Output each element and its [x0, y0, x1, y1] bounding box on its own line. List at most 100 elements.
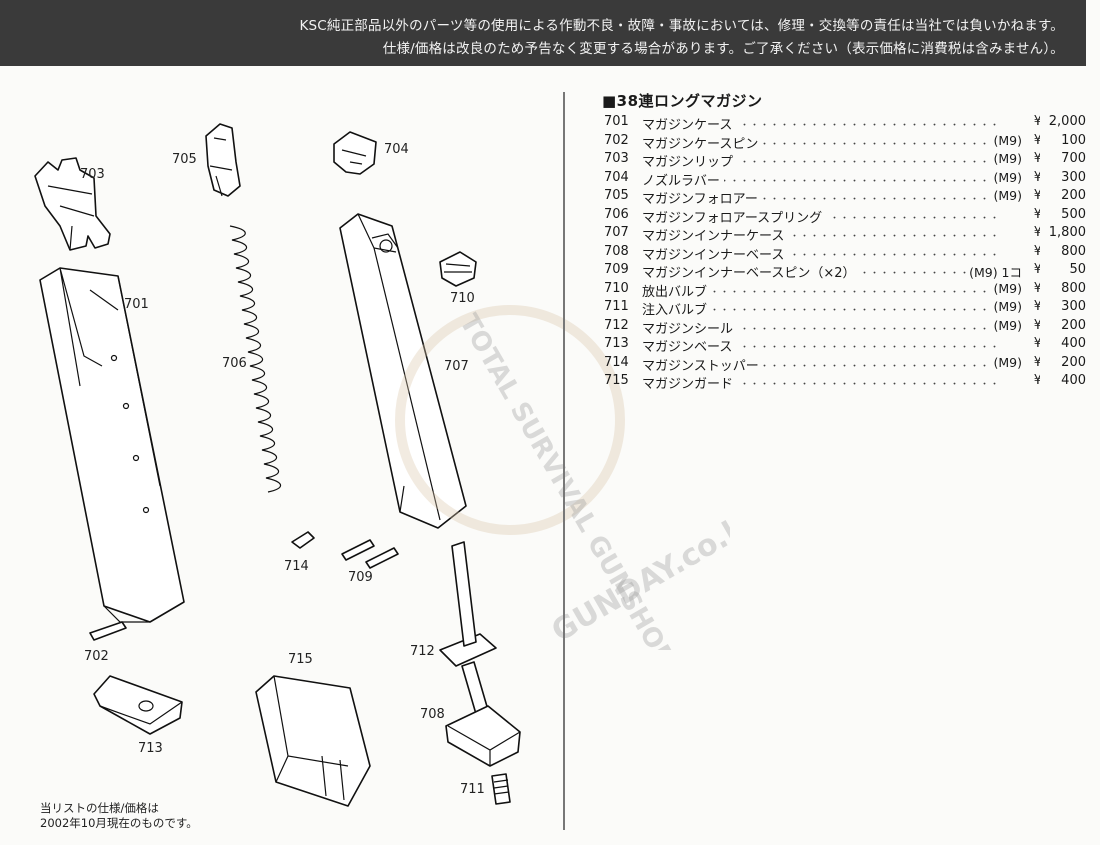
part-714-magazine-stopper: [291, 531, 315, 549]
leader-dots: ・・・・・・・・・・・・・・・・・・・・・・・・・・・・・・・・・・・・・・・・…: [660, 158, 1000, 168]
part-note: (M9): [990, 299, 1022, 314]
list-item: 708 マガジンインナーベース・・・・・・・・・・・・・・・・・・・・・・・・・・…: [600, 243, 1090, 263]
list-item: 715 マガジンガード・・・・・・・・・・・・・・・・・・・・・・・・・・・・・・…: [600, 373, 1090, 392]
leader-dots: ・・・・・・・・・・・・・・・・・・・・・・・・・・・・・・・・・・・・・・・・…: [660, 250, 1000, 261]
part-709-base-pins: [341, 539, 399, 569]
footnote: 当リストの仕様/価格は 2002年10月現在のものです。: [40, 801, 198, 831]
section-title: ■38連ロングマガジン: [602, 92, 763, 110]
label-705: 705: [172, 152, 197, 167]
part-price: 300: [1040, 299, 1086, 314]
leader-dots: ・・・・・・・・・・・・・・・・・・・・・・・・・・・・・・・・・・・・・・・・…: [660, 176, 1000, 187]
part-price: 400: [1040, 373, 1086, 388]
part-708-inner-base: [445, 661, 521, 767]
part-number: 703: [604, 151, 629, 166]
label-703: 703: [80, 167, 105, 182]
leader-dots: ・・・・・・・・・・・・・・・・・・・・・・・・・・・・・・・・・・・・・・・・…: [660, 324, 1000, 335]
yen-sign: ¥: [1030, 114, 1042, 129]
label-710: 710: [450, 291, 475, 306]
part-note: (M9): [990, 354, 1022, 370]
part-number: 709: [604, 262, 629, 277]
yen-sign: ¥: [1030, 243, 1042, 259]
part-702-case-pin: [89, 621, 127, 641]
part-price: 1,800: [1040, 225, 1086, 240]
part-price: 500: [1040, 206, 1086, 222]
leader-dots: ・・・・・・・・・・・・・・・・・・・・・・・・・・・・・・・・・・・・・・・・…: [660, 306, 1000, 316]
leader-dots: ・・・・・・・・・・・・・・・・・・・・・・・・・・・・・・・・・・・・・・・・…: [660, 232, 1000, 242]
part-price: 800: [1040, 280, 1086, 296]
leader-dots: ・・・・・・・・・・・・・・・・・・・・・・・・・・・・・・・・・・・・・・・・…: [660, 121, 1000, 131]
part-704-nozzle-rubber: [333, 131, 377, 175]
part-note: (M9): [990, 132, 1022, 148]
part-price: 2,000: [1040, 114, 1086, 129]
list-item: 704 ノズルラバー・・・・・・・・・・・・・・・・・・・・・・・・・・・・・・・…: [600, 169, 1090, 189]
list-item: 707 マガジンインナーケース・・・・・・・・・・・・・・・・・・・・・・・・・・…: [600, 225, 1090, 244]
part-number: 704: [604, 169, 629, 185]
part-name: マガジンストッパー: [642, 354, 763, 374]
part-712-magazine-seal: [439, 541, 497, 667]
list-item: 709マガジンインナーベースピン（×2）・・・・・・・・・・・・・・・・・・・・…: [600, 262, 1090, 281]
part-note: (M9): [990, 188, 1022, 203]
yen-sign: ¥: [1030, 188, 1042, 203]
yen-sign: ¥: [1030, 317, 1042, 333]
part-name: マガジンフォロアー: [642, 188, 762, 207]
part-price: 700: [1040, 151, 1086, 166]
part-number: 708: [604, 243, 629, 259]
part-name: マガジンインナーベースピン（×2）: [642, 262, 860, 281]
yen-sign: ¥: [1030, 151, 1042, 166]
part-name: 注入バルブ: [642, 299, 712, 318]
part-name: マガジンガード: [642, 373, 738, 392]
label-712: 712: [410, 644, 435, 659]
part-price: 100: [1040, 132, 1086, 148]
part-name: マガジンケース: [642, 114, 737, 133]
part-number: 702: [604, 132, 629, 148]
part-713-magazine-base: [93, 675, 183, 735]
part-number: 707: [604, 225, 629, 240]
part-price: 200: [1040, 354, 1086, 370]
part-name: ノズルラバー: [642, 169, 724, 189]
footnote-line-1: 当リストの仕様/価格は: [40, 801, 159, 815]
part-705-magazine-follower: [205, 123, 241, 197]
yen-sign: ¥: [1030, 354, 1042, 370]
part-name: マガジンインナーベース: [642, 243, 789, 263]
part-name: マガジンインナーケース: [642, 225, 789, 244]
part-number: 715: [604, 373, 629, 388]
part-number: 710: [604, 280, 629, 296]
list-item: 703 マガジンリップ・・・・・・・・・・・・・・・・・・・・・・・・・・・・・・…: [600, 151, 1090, 170]
leader-dots: ・・・・・・・・・・・・・・・・・・・・・・・・・・・・・・・・・・・・・・・・…: [660, 139, 1000, 150]
leader-dots: ・・・・・・・・・・・・・・・・・・・・・・・・・・・・・・・・・・・・・・・・…: [660, 195, 1000, 205]
leader-dots: ・・・・・・・・・・・・・・・・・・・・・・・・・・・・・・・・・・・・・・・・…: [660, 213, 1000, 224]
yen-sign: ¥: [1030, 373, 1042, 388]
label-704: 704: [384, 142, 409, 157]
leader-dots: ・・・・・・・・・・・・・・・・・・・・・・・・・・・・・・・・・・・・・・・・…: [660, 361, 1000, 372]
label-701: 701: [124, 297, 149, 312]
part-703-magazine-lip: [34, 157, 111, 251]
part-710-release-valve: [439, 251, 477, 287]
label-711: 711: [460, 782, 485, 797]
part-number: 714: [604, 354, 629, 370]
part-706-follower-spring: [229, 225, 282, 493]
part-note: (M9): [990, 317, 1022, 333]
part-note: (M9) 1コ: [966, 262, 1022, 281]
label-713: 713: [138, 741, 163, 756]
part-name: マガジンリップ: [642, 151, 738, 170]
part-number: 713: [604, 336, 629, 351]
leader-dots: ・・・・・・・・・・・・・・・・・・・・・・・・・・・・・・・・・・・・・・・・…: [660, 380, 1000, 390]
part-name: マガジンフォロアースプリング: [642, 206, 827, 226]
yen-sign: ¥: [1030, 299, 1042, 314]
part-715-magazine-guard: [255, 675, 371, 807]
part-note: (M9): [990, 169, 1022, 185]
notice-banner: KSC純正部品以外のパーツ等の使用による作動不良・故障・事故においては、修理・交…: [0, 0, 1086, 66]
notice-line-1: KSC純正部品以外のパーツ等の使用による作動不良・故障・事故においては、修理・交…: [299, 18, 1064, 34]
part-name: マガジンベース: [642, 336, 737, 355]
yen-sign: ¥: [1030, 336, 1042, 351]
part-name: マガジンシール: [642, 317, 738, 337]
part-price: 300: [1040, 169, 1086, 185]
list-item: 706マガジンフォロアースプリング・・・・・・・・・・・・・・・・・・・・・・・…: [600, 206, 1090, 226]
